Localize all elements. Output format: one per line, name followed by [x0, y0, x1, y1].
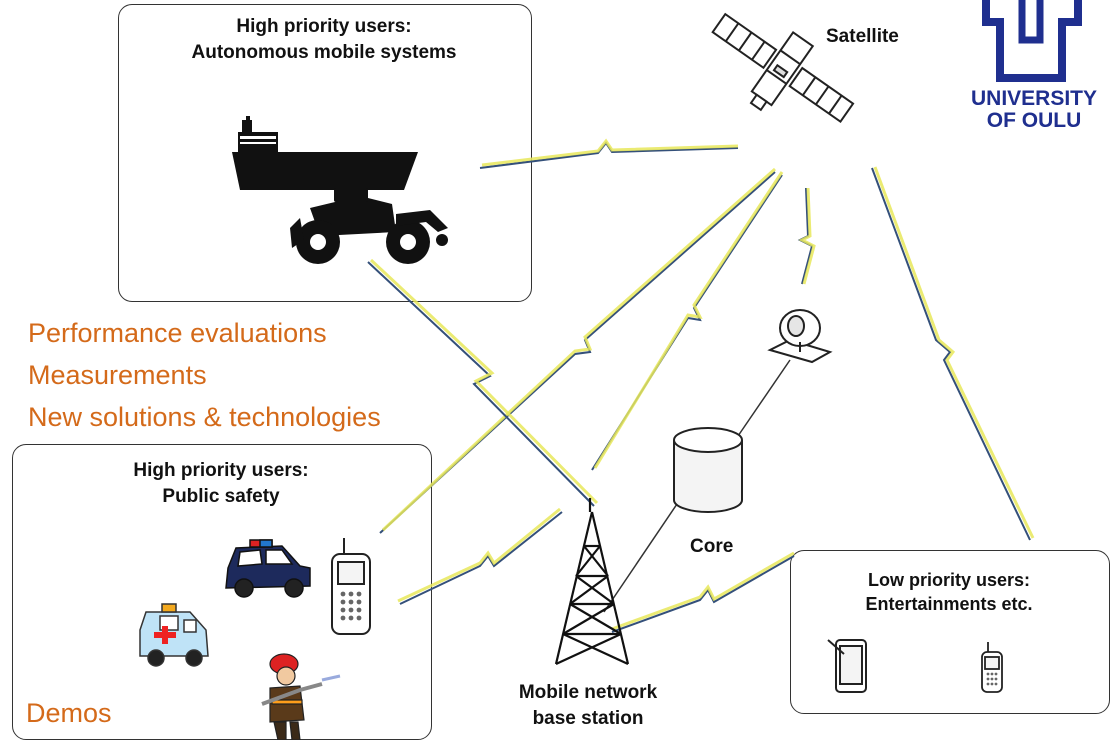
tower-icon — [554, 498, 630, 665]
university-logo-icon — [982, 0, 1082, 82]
public-safety-box-title: High priority users: Public safety — [12, 458, 430, 509]
core-database-icon — [673, 427, 743, 513]
police-car-icon — [225, 539, 311, 598]
link-autonomous-tower — [367, 258, 599, 507]
logo-line1: UNIVERSITY — [970, 87, 1098, 110]
link-satellite-dish — [797, 187, 816, 285]
public-safety-title-line2: Public safety — [162, 485, 280, 507]
mobile-phone-icon — [331, 538, 371, 635]
dish-antenna-icon — [767, 309, 833, 364]
demos-text: Demos — [26, 698, 112, 728]
base-station-line1: Mobile network — [518, 682, 658, 703]
measurements-text: Measurements — [28, 360, 207, 390]
low-priority-title-line2: Entertainments etc. — [865, 594, 1033, 615]
link-tower-public-phone — [397, 507, 563, 605]
link-tower-low-priority — [611, 551, 795, 633]
link-satellite-tower — [591, 171, 784, 471]
wireless-links — [367, 138, 1035, 633]
small-phone-icon — [981, 642, 1003, 693]
satellite-label: Satellite — [826, 26, 899, 47]
tablet-icon — [827, 639, 867, 693]
autonomous-title-line2: Autonomous mobile systems — [191, 41, 457, 63]
autonomous-box-title: High priority users: Autonomous mobile s… — [118, 14, 530, 65]
core-label: Core — [690, 536, 734, 557]
new-solutions-text: New solutions & technologies — [28, 402, 381, 432]
logo-line2: OF OULU — [986, 109, 1082, 133]
base-station-label: Mobile network base station — [488, 680, 688, 731]
ship-icon — [232, 116, 418, 190]
performance-evaluations-text: Performance evaluations — [28, 318, 327, 348]
link-satellite-low-priority — [871, 166, 1035, 541]
university-logo-text: UNIVERSITY OF OULU — [958, 87, 1110, 133]
low-priority-box-title: Low priority users: Entertainments etc. — [790, 568, 1108, 617]
satellite-icon — [711, 12, 855, 124]
firefighter-icon — [261, 653, 341, 740]
ambulance-icon — [139, 603, 209, 667]
autonomous-title-line1: High priority users: — [236, 16, 412, 37]
public-safety-title-line1: High priority users: — [133, 460, 309, 481]
loader-vehicle-icon — [290, 188, 448, 264]
base-station-line2: base station — [532, 707, 644, 729]
link-satellite-autonomous — [479, 138, 739, 169]
low-priority-title-line1: Low priority users: — [867, 570, 1031, 590]
